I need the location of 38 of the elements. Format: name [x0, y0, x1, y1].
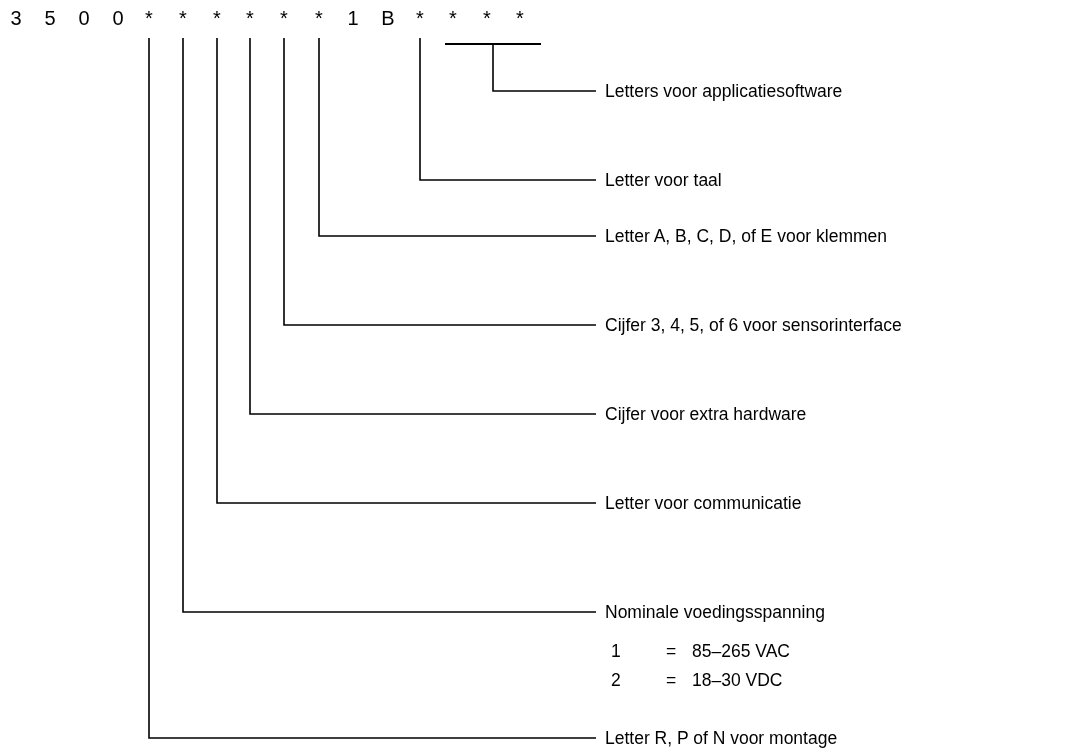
code-character: * [310, 6, 328, 30]
code-character: B [379, 6, 397, 30]
leader-line [492, 44, 597, 92]
leader-line [283, 37, 597, 326]
leader-line [249, 37, 597, 415]
code-character: 0 [75, 6, 93, 30]
description-text: Cijfer voor extra hardware [596, 403, 807, 425]
code-character: * [511, 6, 529, 30]
leader-line [148, 37, 597, 739]
leader-line [419, 37, 597, 181]
description-text: Nominale voedingsspanning [596, 601, 825, 623]
leader-line [216, 37, 597, 504]
leader-line [182, 37, 597, 613]
table-cell: 1 [611, 640, 621, 662]
description-text: Cijfer 3, 4, 5, of 6 voor sensorinterface [596, 314, 902, 336]
code-character: * [444, 6, 462, 30]
code-character: 3 [7, 6, 25, 30]
description-text: Letter A, B, C, D, of E voor klemmen [596, 225, 888, 247]
table-cell: 18–30 VDC [692, 669, 783, 691]
table-cell: 2 [611, 669, 621, 691]
table-cell: 85–265 VAC [692, 640, 790, 662]
code-character: * [208, 6, 226, 30]
code-character: * [174, 6, 192, 30]
code-character: 1 [344, 6, 362, 30]
table-cell: = [666, 669, 677, 691]
code-character: * [140, 6, 158, 30]
code-character: 5 [41, 6, 59, 30]
description-text: Letters voor applicatiesoftware [596, 80, 843, 102]
leader-line [318, 37, 597, 237]
code-character: * [478, 6, 496, 30]
description-text: Letter R, P of N voor montage [596, 727, 838, 749]
code-character: * [275, 6, 293, 30]
code-character: * [411, 6, 429, 30]
code-character: 0 [109, 6, 127, 30]
description-text: Letter voor communicatie [596, 492, 802, 514]
code-character: * [241, 6, 259, 30]
table-cell: = [666, 640, 677, 662]
description-text: Letter voor taal [596, 169, 722, 191]
